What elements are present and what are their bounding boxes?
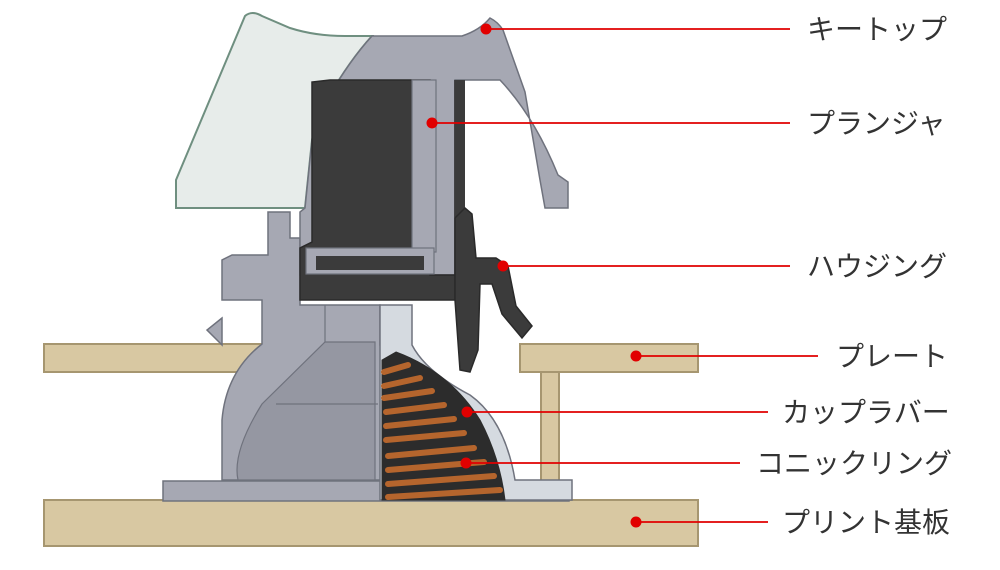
spring-coil <box>385 445 477 459</box>
label-cup-rubber: カップラバー <box>782 396 950 429</box>
dot-plate <box>630 350 642 362</box>
label-housing: ハウジング <box>807 250 947 283</box>
plunger-stem <box>411 79 437 253</box>
leaders <box>426 23 818 528</box>
conic-spring <box>381 362 503 500</box>
label-pcb: プリント基板 <box>782 506 950 539</box>
label-plunger: プランジャ <box>807 107 946 140</box>
spring-coil <box>381 362 411 375</box>
plate-post <box>540 371 560 483</box>
plunger-right-block <box>455 80 465 300</box>
spring-coil <box>383 402 447 415</box>
spring-coil <box>385 473 497 487</box>
label-plate: プレート <box>836 340 948 373</box>
dot-cup-rubber <box>461 406 473 418</box>
pcb-board <box>43 499 699 547</box>
plunger-slot-inner <box>316 256 424 270</box>
plate-right <box>519 343 699 373</box>
dot-pcb <box>630 516 642 528</box>
housing-shade <box>236 341 376 481</box>
dot-conic-spring <box>460 457 472 469</box>
dot-plunger <box>426 117 438 129</box>
spring-coil <box>385 487 503 500</box>
spring-coil <box>383 416 457 429</box>
spring-coil <box>383 430 467 443</box>
housing-latch <box>454 206 533 373</box>
spring-coil <box>381 388 435 401</box>
dot-housing <box>497 260 509 272</box>
dot-keytop <box>480 23 492 35</box>
spring-coil <box>381 375 423 389</box>
label-conic-spring: コニックリング <box>756 447 952 480</box>
label-keytop: キートップ <box>807 13 947 46</box>
housing-latch-left <box>205 316 223 347</box>
